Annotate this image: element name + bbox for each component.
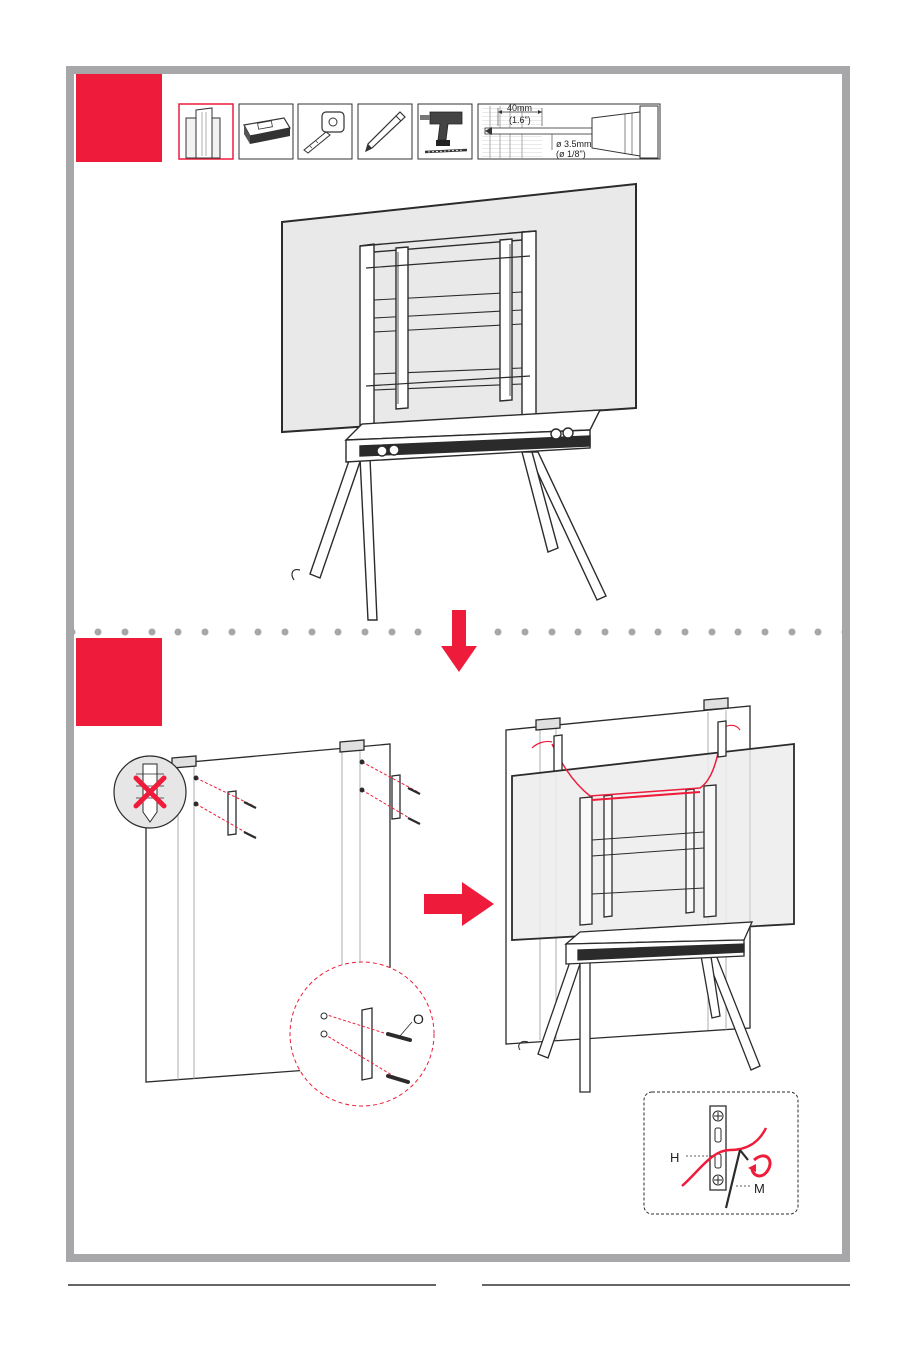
right-arrow-icon [424,882,494,926]
drill-bit-mm: ø 3.5mm [556,139,592,149]
screw-callout-label: O [413,1011,424,1027]
strap-detail-box: H M [644,1092,798,1214]
tools-row: 40mm (1.6") ø 3.5mm (ø 1/8") [179,103,660,159]
stand-with-tv-illustration [282,184,636,620]
drill-depth-mm: 40mm [507,103,532,113]
wall-stud-icon [179,104,233,159]
strap-callout-label: H [670,1150,679,1165]
tv-on-wall-illustration [506,698,794,1092]
drill-bit-in: (ø 1/8") [556,149,586,159]
no-wall-anchor-icon [114,756,186,828]
drill-depth-in: (1.6") [509,115,531,125]
tape-measure-icon [298,104,352,159]
down-arrow-icon [441,610,477,672]
power-drill-icon [418,104,472,159]
wrench-callout-label: M [754,1181,765,1196]
stud-finder-icon [239,104,293,159]
screw-detail-zoom: O [290,962,434,1106]
drill-depth-diagram: 40mm (1.6") ø 3.5mm (ø 1/8") [478,103,660,159]
pencil-icon [358,104,412,159]
